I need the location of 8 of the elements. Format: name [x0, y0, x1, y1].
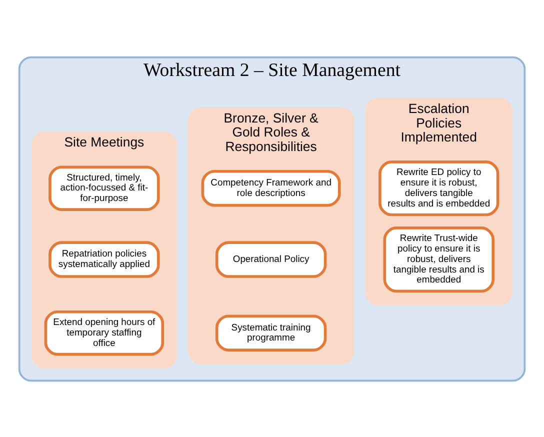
node-box: Rewrite ED policy to ensure it is robust, delivers tangible results and is embedded [378, 160, 500, 216]
node-box: Competency Framework and role descriptions [201, 169, 341, 206]
node-box: Structured, timely, action-focussed & fit-for-purpose [48, 165, 160, 210]
node-box: Systematic training programme [215, 314, 327, 351]
node-box: Repatriation policies systematically applied [48, 240, 160, 278]
node-box: Operational Policy [215, 240, 327, 278]
node-box: Rewrite Trust-wide policy to ensure it is robust, delivers tangible results and is embedded [383, 226, 494, 292]
node-box: Extend opening hours of temporary staffing office [44, 310, 164, 356]
